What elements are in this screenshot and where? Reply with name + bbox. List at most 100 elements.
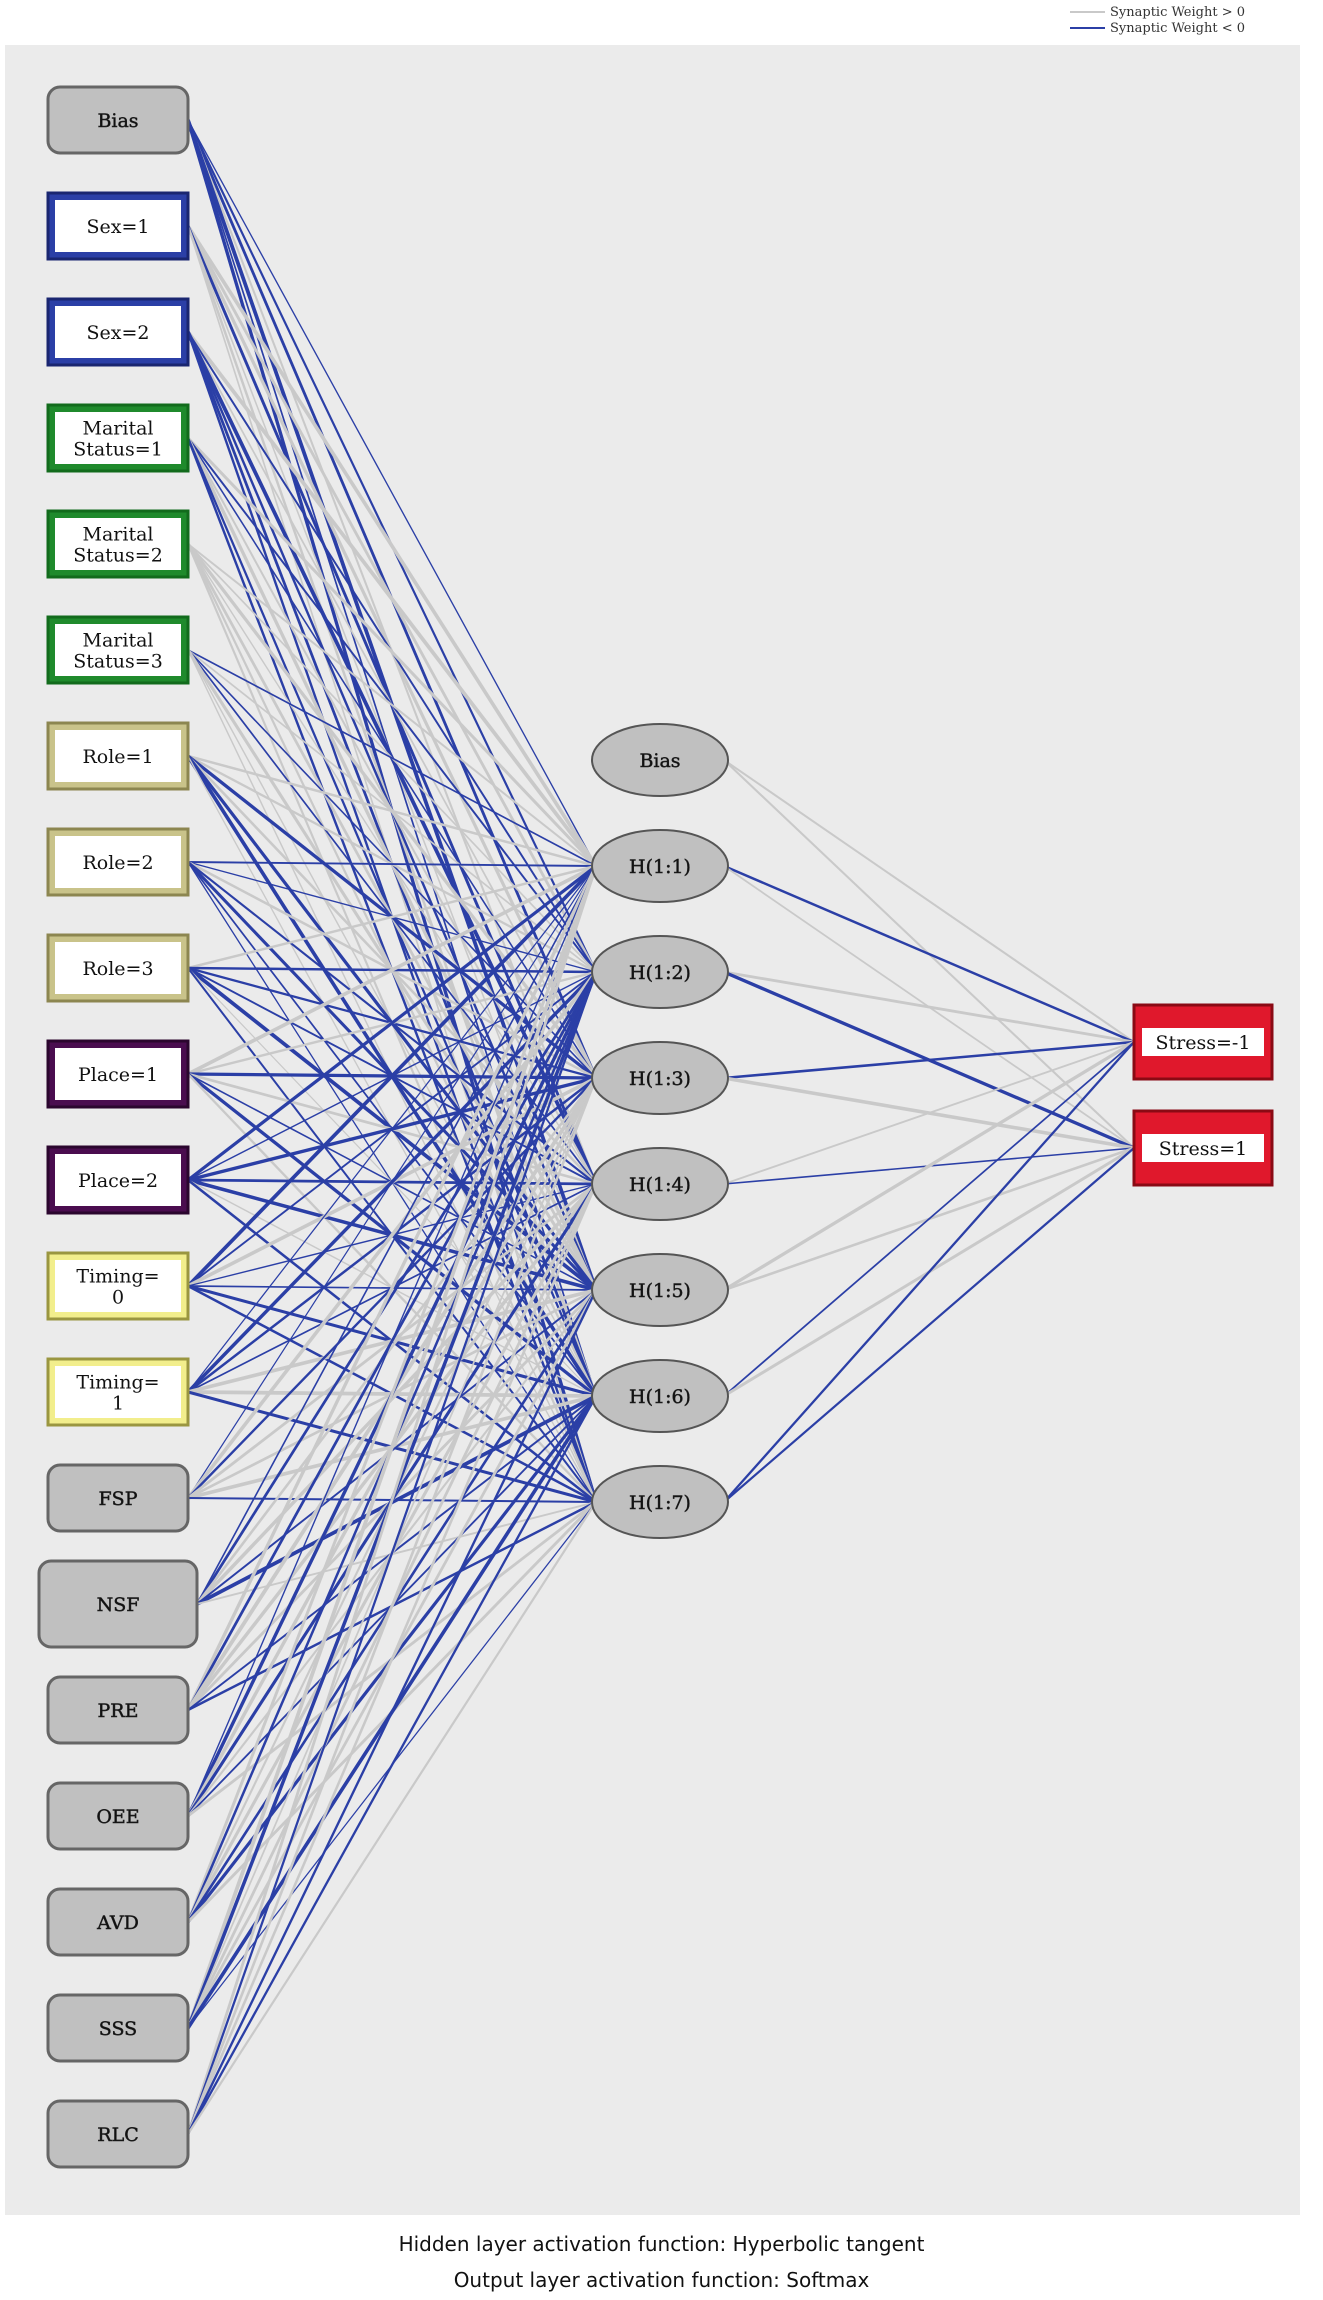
input-node-role-2-label: Role=2	[82, 852, 153, 874]
input-node-role-3-label-panel	[55, 942, 181, 994]
input-node-rlc-shape	[46, 2099, 190, 2169]
input-node-avd-shape	[46, 1887, 190, 1957]
input-node-fsp-shape	[46, 1463, 190, 1533]
output-node-stress-1-label: Stress=1	[1159, 1138, 1248, 1160]
input-node-marital-status-3-label-panel	[55, 624, 181, 676]
connection-input-14-hidden-4	[195, 1182, 598, 1606]
input-node-timing-0: Timing=0	[46, 1251, 190, 1321]
input-node-marital-status-3-label: Status=3	[73, 651, 163, 673]
input-node-marital-status-1-label: Marital	[83, 418, 154, 440]
hidden-node-h-1-4: H(1:4)	[591, 1147, 729, 1221]
legend: Synaptic Weight > 0 Synaptic Weight < 0	[1070, 5, 1245, 36]
connection-input-19-hidden-4	[186, 1183, 598, 2135]
input-node-sss-shape	[46, 1993, 190, 2063]
hidden-node-h-1-2-label: H(1:2)	[629, 962, 691, 984]
hidden-node-bias: Bias	[591, 723, 729, 797]
connection-input-14-hidden-2	[195, 971, 598, 1605]
input-node-bias-label: Bias	[97, 110, 138, 132]
hidden-node-h-1-6: H(1:6)	[591, 1359, 729, 1433]
input-node-place-1-label-panel	[55, 1048, 181, 1100]
output-node-stress-minus-1: Stress=-1	[1132, 1003, 1274, 1081]
input-node-marital-status-2-label: Marital	[83, 524, 154, 546]
hidden-activation-caption: Hidden layer activation function: Hyperb…	[398, 2232, 925, 2256]
hidden-node-h-1-7-label: H(1:7)	[629, 1492, 691, 1514]
input-node-sex-1-label: Sex=1	[87, 216, 150, 238]
input-node-sex-2-label-panel	[55, 306, 181, 358]
connection-input-9-hidden-1	[187, 864, 597, 1076]
input-node-role-1-label: Role=1	[82, 746, 153, 768]
connection-input-3-hidden-1	[186, 436, 598, 868]
connection-input-17-hidden-1	[186, 865, 598, 1923]
connection-input-0-hidden-1	[187, 119, 597, 867]
hidden-node-h-1-3-shape	[591, 1041, 729, 1115]
connection-input-15-hidden-1	[186, 865, 598, 1711]
hidden-node-h-1-3-label: H(1:3)	[629, 1068, 691, 1090]
connection-hidden-0-output-0	[723, 759, 1135, 1043]
connection-input-14-hidden-7	[196, 1501, 597, 1605]
hidden-node-h-1-3: H(1:3)	[591, 1041, 729, 1115]
input-node-role-2-label-panel	[55, 836, 181, 888]
input-node-place-2-label-panel	[55, 1154, 181, 1206]
input-node-timing-0-label-panel	[55, 1260, 181, 1312]
connection-hidden-6-output-0	[723, 1041, 1135, 1397]
legend-positive-label: Synaptic Weight > 0	[1110, 5, 1245, 20]
hidden-node-h-1-5-shape	[591, 1253, 729, 1327]
input-node-pre-label: PRE	[98, 1700, 139, 1722]
output-node-stress-minus-1-label: Stress=-1	[1156, 1032, 1251, 1054]
output-node-stress-minus-1-label-panel	[1142, 1028, 1264, 1056]
connection-input-14-hidden-1	[196, 865, 597, 1605]
input-node-place-2-label: Place=2	[78, 1170, 158, 1192]
connection-input-19-hidden-6	[186, 1395, 598, 2135]
connection-input-11-hidden-1	[186, 864, 598, 1288]
input-node-marital-status-2-label: Status=2	[73, 545, 163, 567]
input-node-nsf: NSF	[37, 1559, 199, 1649]
hidden-node-h-1-2: H(1:2)	[591, 935, 729, 1009]
input-node-sex-1: Sex=1	[46, 191, 190, 261]
input-node-timing-0-label: 0	[112, 1287, 124, 1309]
hidden-node-h-1-1: H(1:1)	[591, 829, 729, 903]
input-node-rlc: RLC	[46, 2099, 190, 2169]
input-layer: BiasSex=1Sex=2MaritalStatus=1MaritalStat…	[37, 85, 199, 2169]
connection-input-19-hidden-7	[187, 1501, 597, 2135]
connection-input-13-hidden-1	[187, 865, 597, 1499]
output-node-stress-1: Stress=1	[1132, 1109, 1274, 1187]
hidden-node-h-1-5: H(1:5)	[591, 1253, 729, 1327]
input-node-role-1-label-panel	[55, 730, 181, 782]
connection-hidden-7-output-0	[723, 1041, 1135, 1503]
input-node-timing-1: Timing=1	[46, 1357, 190, 1427]
hidden-node-bias-label: Bias	[639, 750, 680, 772]
input-node-oee-label: OEE	[96, 1806, 139, 1828]
input-node-place-2: Place=2	[46, 1145, 190, 1215]
connection-input-4-hidden-1	[187, 543, 597, 867]
input-node-nsf-label: NSF	[97, 1594, 140, 1616]
input-node-rlc-label: RLC	[97, 2124, 138, 2146]
input-node-pre: PRE	[46, 1675, 190, 1745]
input-node-marital-status-1-label: Status=1	[73, 439, 163, 461]
input-node-fsp-label: FSP	[99, 1488, 138, 1510]
connection-input-14-hidden-3	[195, 1077, 598, 1605]
connection-input-8-hidden-1	[187, 864, 597, 970]
connection-input-1-hidden-1	[186, 225, 598, 867]
connection-hidden-5-output-0	[723, 1040, 1135, 1292]
input-node-avd-label: AVD	[96, 1912, 139, 1934]
hidden-node-bias-shape	[591, 723, 729, 797]
connection-hidden-3-output-0	[723, 1040, 1135, 1080]
output-node-stress-1-label-panel	[1142, 1134, 1264, 1162]
input-node-role-2: Role=2	[46, 827, 190, 897]
input-node-nsf-shape	[37, 1559, 199, 1649]
input-node-oee: OEE	[46, 1781, 190, 1851]
connection-input-18-hidden-1	[186, 865, 598, 2029]
connection-hidden-1-output-0	[723, 864, 1135, 1044]
connection-input-14-hidden-6	[196, 1394, 597, 1606]
input-node-fsp: FSP	[46, 1463, 190, 1533]
hidden-node-h-1-6-shape	[591, 1359, 729, 1433]
input-node-pre-shape	[46, 1675, 190, 1745]
hidden-node-h-1-2-shape	[591, 935, 729, 1009]
hidden-node-h-1-4-label: H(1:4)	[629, 1174, 691, 1196]
input-node-timing-1-label-panel	[55, 1366, 181, 1418]
connection-input-19-hidden-3	[186, 1077, 598, 2135]
input-node-sss: SSS	[46, 1993, 190, 2063]
